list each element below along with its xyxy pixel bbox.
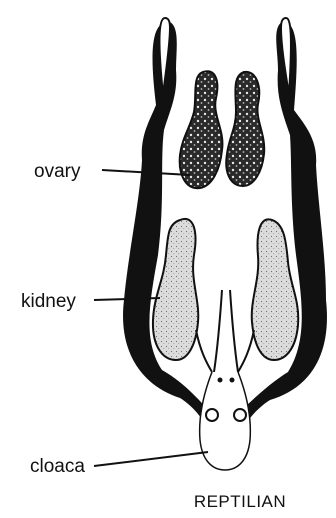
left-papilla xyxy=(218,378,223,383)
right-kidney xyxy=(252,219,299,360)
right-papilla xyxy=(230,378,235,383)
cloaca-label: cloaca xyxy=(30,456,85,477)
right-central-duct xyxy=(230,290,238,372)
left-kidney xyxy=(153,219,198,360)
left-cloaca-opening xyxy=(206,409,218,421)
left-ovary xyxy=(180,71,223,188)
left-duct xyxy=(196,330,212,372)
right-ovary xyxy=(226,72,264,186)
kidney-label: kidney xyxy=(21,291,76,312)
right-cloaca-opening xyxy=(234,409,246,421)
ovary-label: ovary xyxy=(34,161,81,182)
right-duct xyxy=(238,330,254,372)
cloaca-leader xyxy=(94,452,208,466)
left-central-duct xyxy=(214,290,222,372)
diagram-caption: REPTILIAN xyxy=(194,492,286,511)
